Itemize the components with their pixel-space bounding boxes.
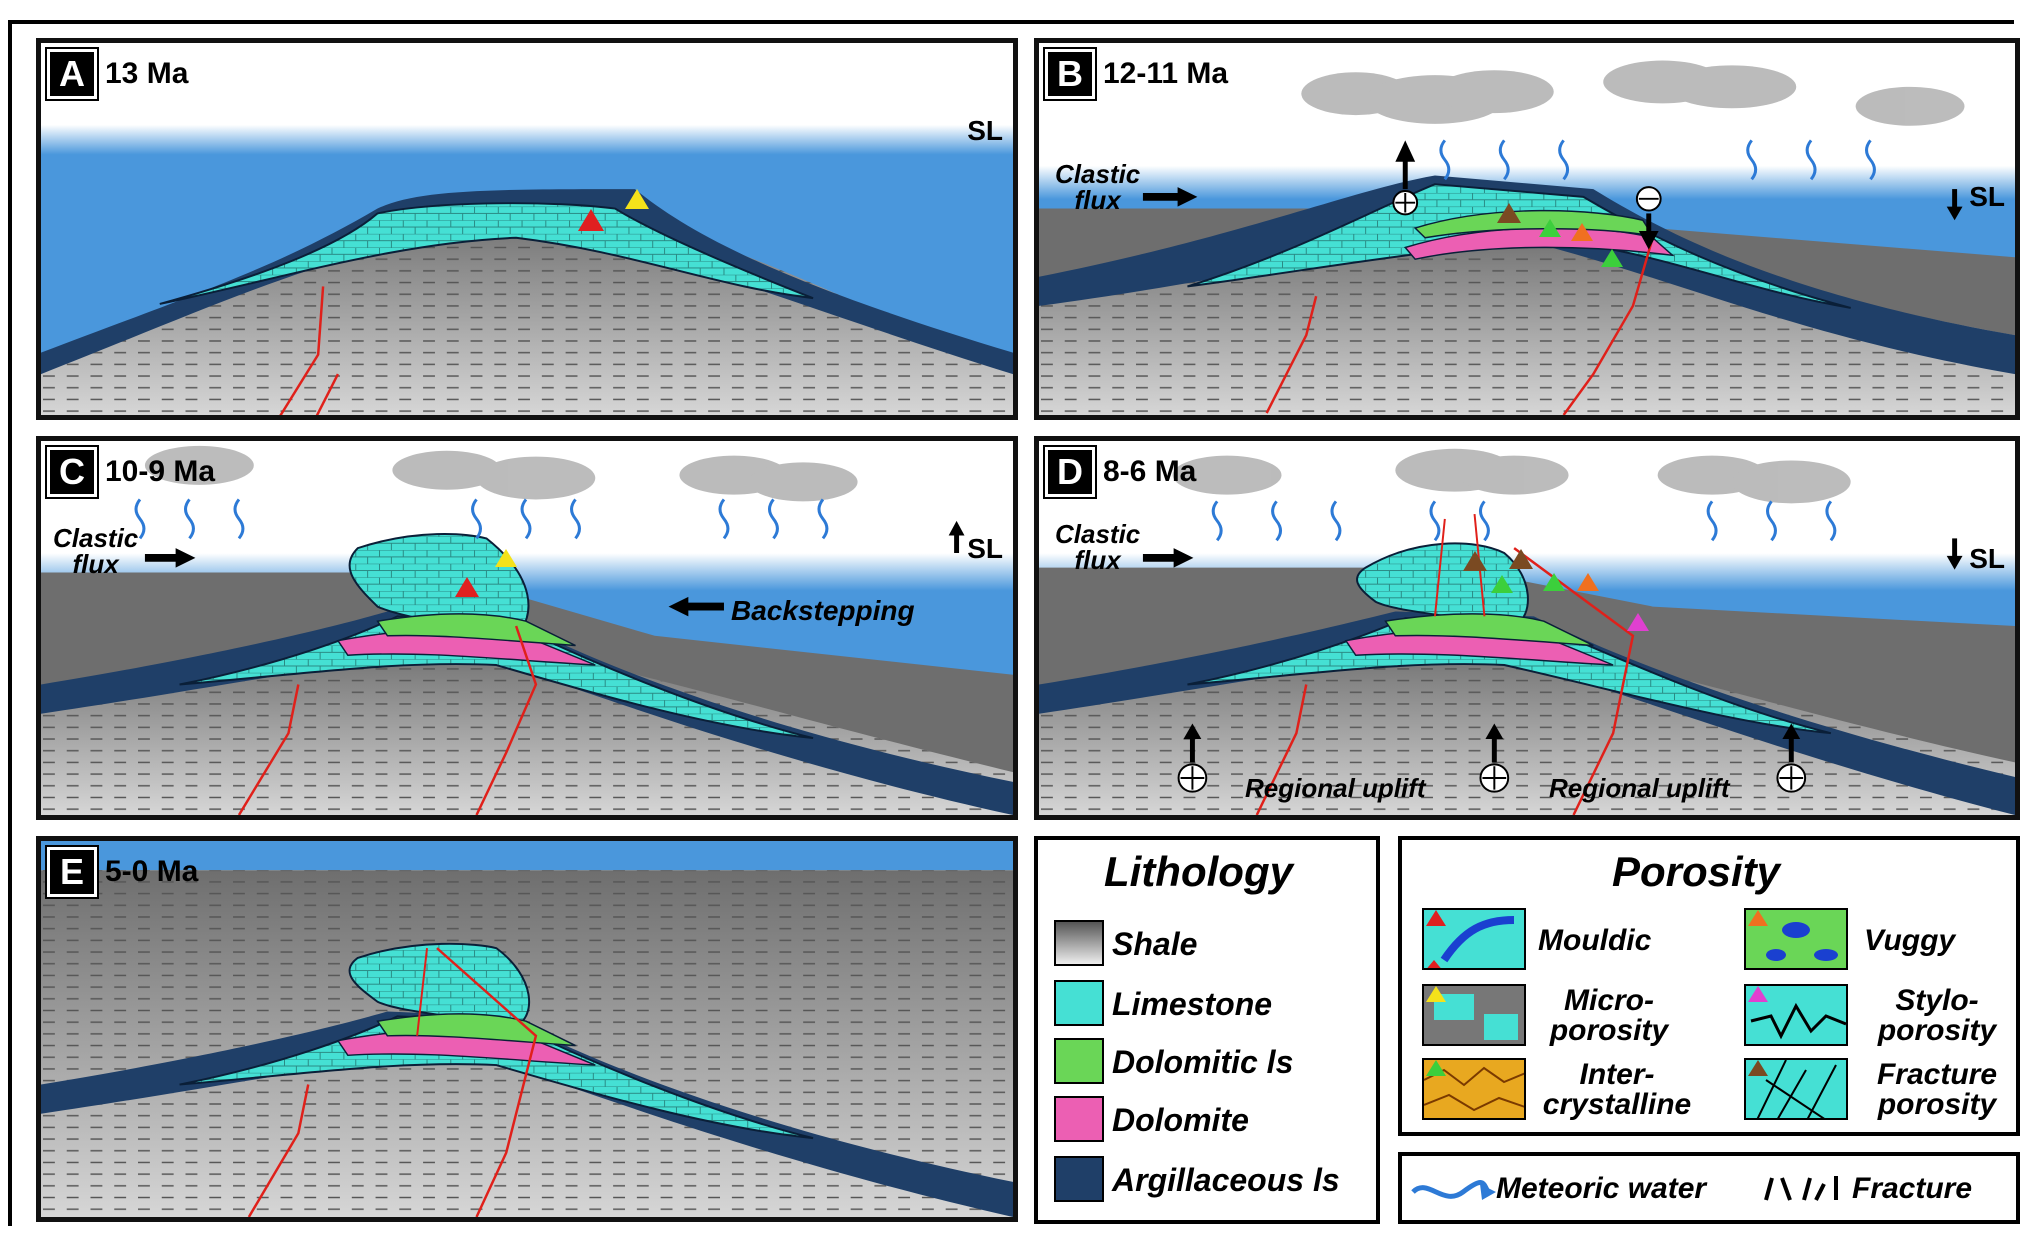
panel-c: C 10-9 Ma Clastic flux Backstepping SL (36, 436, 1018, 820)
label-line: porosity (1877, 1014, 1997, 1047)
panel-d: D 8-6 Ma Clastic flux SL Regional uplift… (1034, 436, 2020, 820)
panel-letter: E (47, 847, 97, 897)
dolomite-label: Dolomite (1112, 1102, 1249, 1138)
panel-c-section (41, 441, 1013, 815)
vuggy-marker (1748, 910, 1768, 926)
limestone-label: Limestone (1112, 986, 1273, 1022)
limestone-swatch (1054, 980, 1104, 1026)
symbol-key: Meteoric water Fracture (1398, 1152, 2020, 1224)
label-line: crystalline (1542, 1088, 1692, 1121)
clastic-word: Clastic (1055, 159, 1141, 189)
dolomitic-swatch (1054, 1038, 1104, 1084)
dolomitic-label: Dolomitic ls (1112, 1044, 1294, 1080)
clastic-flux-label: Clastic flux (53, 525, 138, 577)
microporosity-marker (1426, 986, 1446, 1002)
clastic-flux-label: Clastic flux (1055, 521, 1140, 573)
panel-age: 5-0 Ma (105, 855, 199, 888)
meteoric-water-icon (1411, 1180, 1496, 1200)
microporosity-label: Micro- porosity (1534, 986, 1684, 1046)
vuggy-marker (1577, 573, 1599, 591)
lithology-title: Lithology (1104, 848, 1293, 895)
label-line: Fracture (1876, 1058, 1998, 1091)
panel-e-section (41, 841, 1013, 1217)
panel-e: E 5-0 Ma (36, 836, 1018, 1222)
label-line: Micro- (1564, 984, 1654, 1017)
clastic-word: Clastic (1055, 519, 1141, 549)
sea-level-label: SL (967, 533, 1003, 564)
mouldic-marker (578, 209, 604, 231)
intercrystalline-marker (1543, 573, 1565, 591)
panel-b-label: B 12-11 Ma (1045, 49, 1228, 99)
microporosity-marker (625, 189, 649, 209)
fracture-marker (1463, 551, 1487, 571)
intercrystalline-marker (1491, 575, 1513, 593)
panel-age: 13 Ma (105, 57, 189, 90)
dolomite-swatch (1054, 1096, 1104, 1142)
panel-a: A 13 Ma SL (36, 38, 1018, 420)
microporosity-marker (495, 549, 517, 567)
vuggy-label: Vuggy (1864, 924, 1956, 957)
label-line: porosity (1549, 1014, 1669, 1047)
fracture-porosity-label: Fracture porosity (1862, 1060, 2012, 1120)
lithology-legend: Lithology Shale Limestone Dolomitic ls D… (1034, 836, 1380, 1224)
panel-age: 12-11 Ma (1103, 57, 1229, 90)
label-line: porosity (1877, 1088, 1997, 1121)
argillaceous-swatch (1054, 1156, 1104, 1202)
panel-d-label: D 8-6 Ma (1045, 447, 1196, 497)
panel-letter: D (1045, 447, 1095, 497)
flux-word: flux (72, 549, 119, 579)
mouldic-marker (1426, 910, 1446, 926)
panel-letter: A (47, 49, 97, 99)
fracture-icon (1764, 1176, 1838, 1201)
clastic-flux-label: Clastic flux (1055, 161, 1140, 213)
figure-frame (8, 20, 2014, 1226)
label-line: Stylo- (1895, 984, 1979, 1017)
sea-level-label: SL (1969, 543, 2005, 574)
panel-b: B 12-11 Ma Clastic flux SL (1034, 38, 2020, 420)
fracture-label: Fracture (1852, 1172, 1973, 1205)
panel-age: 8-6 Ma (1103, 455, 1197, 488)
meteoric-water-label: Meteoric water (1496, 1172, 1707, 1205)
stylo-porosity-marker (1627, 613, 1649, 631)
intercrystalline-marker (1426, 1060, 1446, 1076)
panel-letter: B (1045, 49, 1095, 99)
panel-a-label: A 13 Ma (47, 49, 188, 99)
flux-word: flux (1074, 185, 1121, 215)
panel-c-label: C 10-9 Ma (47, 447, 215, 497)
mouldic-marker (455, 577, 479, 597)
regional-uplift-label: Regional uplift (1549, 773, 1730, 803)
label-line: Inter- (1579, 1058, 1655, 1091)
sea-level-label: SL (1969, 181, 2005, 212)
panel-e-label: E 5-0 Ma (47, 847, 198, 897)
porosity-legend: Porosity Mouldic Vuggy Micro- porosity S… (1398, 836, 2020, 1136)
intercrystalline-marker (1539, 219, 1561, 237)
stylo-porosity-label: Stylo- porosity (1862, 986, 2012, 1046)
panel-b-section (1039, 43, 2015, 415)
panel-letter: C (47, 447, 97, 497)
shale-swatch (1054, 920, 1104, 966)
fracture-marker (1748, 1060, 1768, 1076)
regional-uplift-label: Regional uplift (1245, 773, 1426, 803)
intercrystalline-label: Inter- crystalline (1534, 1060, 1700, 1120)
stylo-porosity-marker (1748, 986, 1768, 1002)
flux-word: flux (1074, 545, 1121, 575)
fracture-marker (1497, 203, 1521, 223)
mouldic-label: Mouldic (1538, 924, 1652, 957)
panel-a-section (41, 43, 1013, 415)
intercrystalline-marker (1601, 249, 1623, 267)
fracture-marker (1509, 549, 1533, 569)
backstepping-label: Backstepping (731, 595, 915, 626)
vuggy-marker (1571, 223, 1593, 241)
argillaceous-label: Argillaceous ls (1112, 1162, 1340, 1198)
shale-label: Shale (1112, 926, 1198, 962)
clastic-word: Clastic (53, 523, 139, 553)
panel-d-section (1039, 441, 2015, 815)
sea-level-label: SL (967, 115, 1003, 146)
porosity-title: Porosity (1612, 848, 1781, 895)
panel-age: 10-9 Ma (105, 455, 216, 488)
